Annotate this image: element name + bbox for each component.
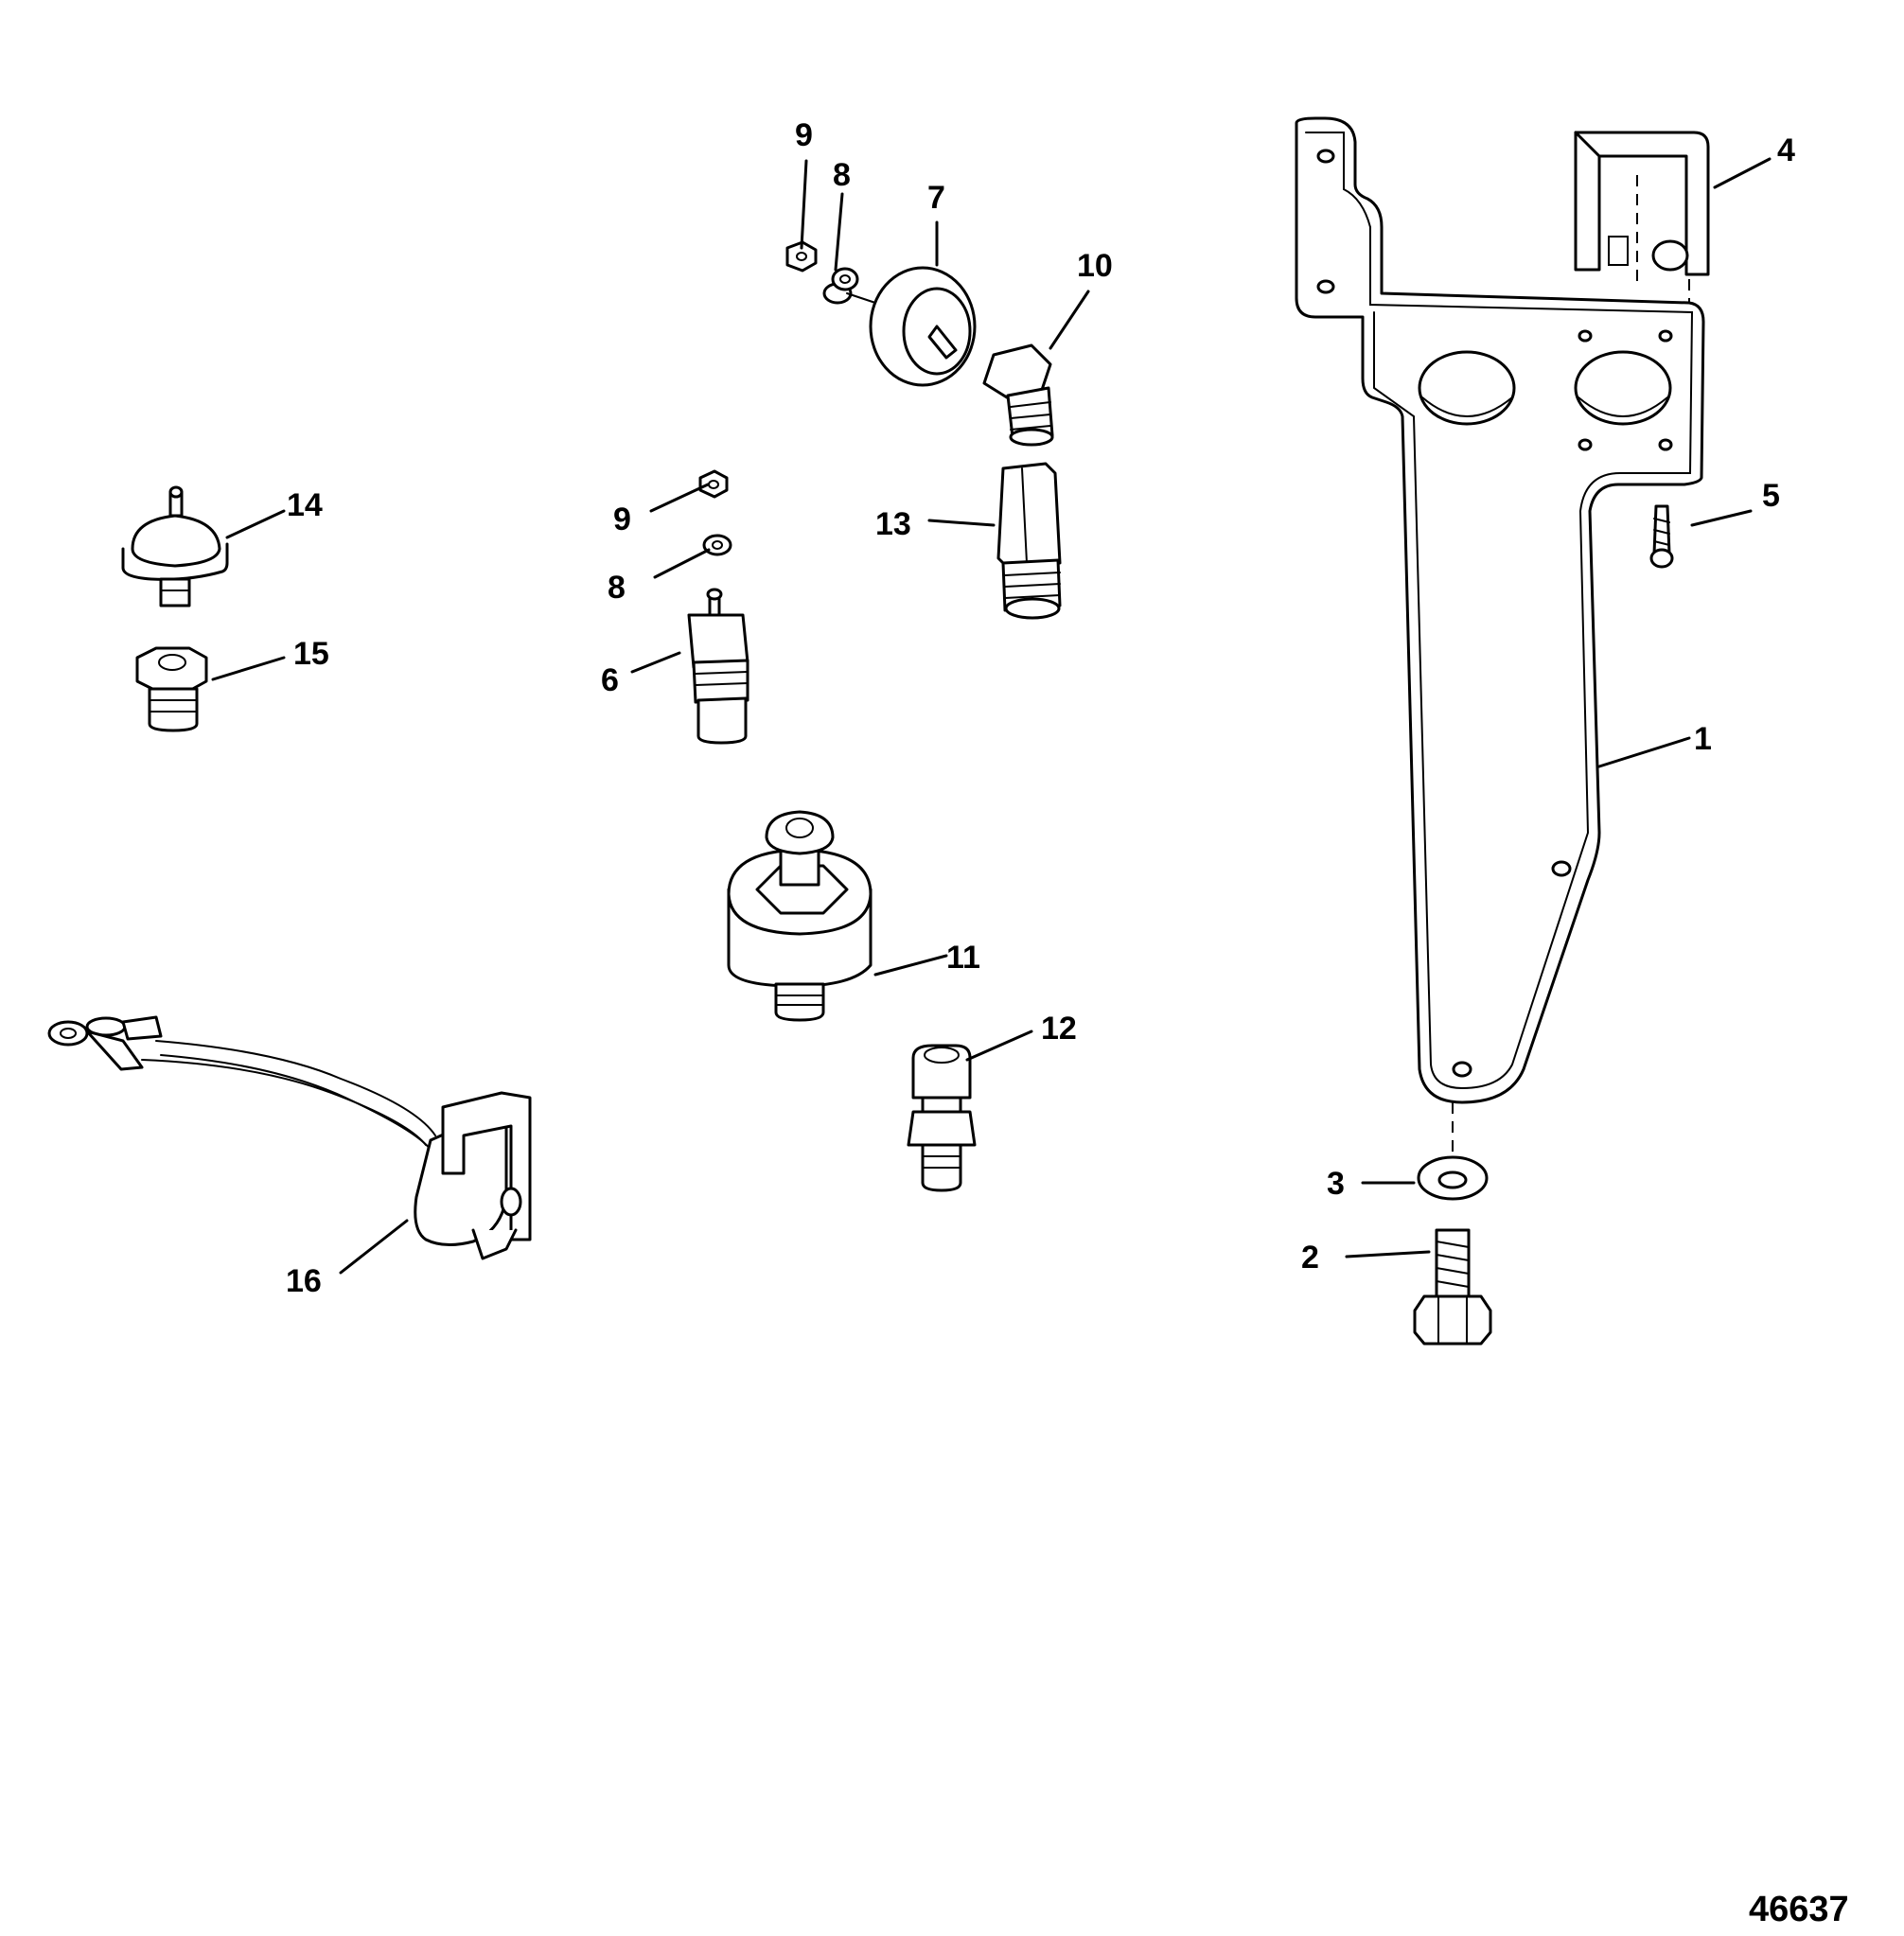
callout-3: 3 [1327,1166,1345,1202]
callout-6: 6 [601,662,619,698]
part-4-clip [1574,131,1710,303]
part-2-bolt [1413,1228,1492,1346]
callout-10: 10 [1077,248,1113,284]
callout-14: 14 [287,487,323,523]
callout-8-top: 8 [833,157,851,193]
part-15-bushing [135,646,208,732]
callout-13: 13 [875,506,911,542]
callout-9-top: 9 [795,117,813,153]
callout-4: 4 [1777,132,1795,168]
callout-12: 12 [1041,1011,1077,1047]
callout-labels: 1 2 3 4 5 6 7 8 8 9 9 10 11 12 13 14 15 … [286,117,1795,1299]
part-11-pressure-switch [727,810,873,1022]
part-1-bracket [1295,116,1705,1104]
part-13-adapter [996,462,1062,620]
figure-number: 46637 [1749,1890,1849,1929]
callout-1: 1 [1694,721,1712,757]
part-10-elbow [982,343,1054,447]
callout-16: 16 [286,1263,322,1299]
callout-2: 2 [1301,1240,1319,1276]
part-3-washer [1417,1102,1489,1201]
part-7-sender [822,266,977,387]
part-8-lockwasher-top [831,267,859,291]
callout-11: 11 [946,940,980,976]
callout-5: 5 [1762,478,1780,514]
part-9-nut-mid [698,469,729,499]
part-6-temp-sender [687,588,749,745]
callout-9-mid: 9 [613,502,631,537]
part-14-switch [121,485,229,607]
callout-8-mid: 8 [608,570,626,606]
part-8-lockwasher-mid [702,534,732,556]
callout-7: 7 [927,180,945,216]
leader-lines [211,157,1772,1275]
part-5-screw [1649,504,1674,569]
part-12-fitting [907,1044,977,1192]
part-16-sensor [47,1015,532,1260]
callout-15: 15 [293,636,329,672]
